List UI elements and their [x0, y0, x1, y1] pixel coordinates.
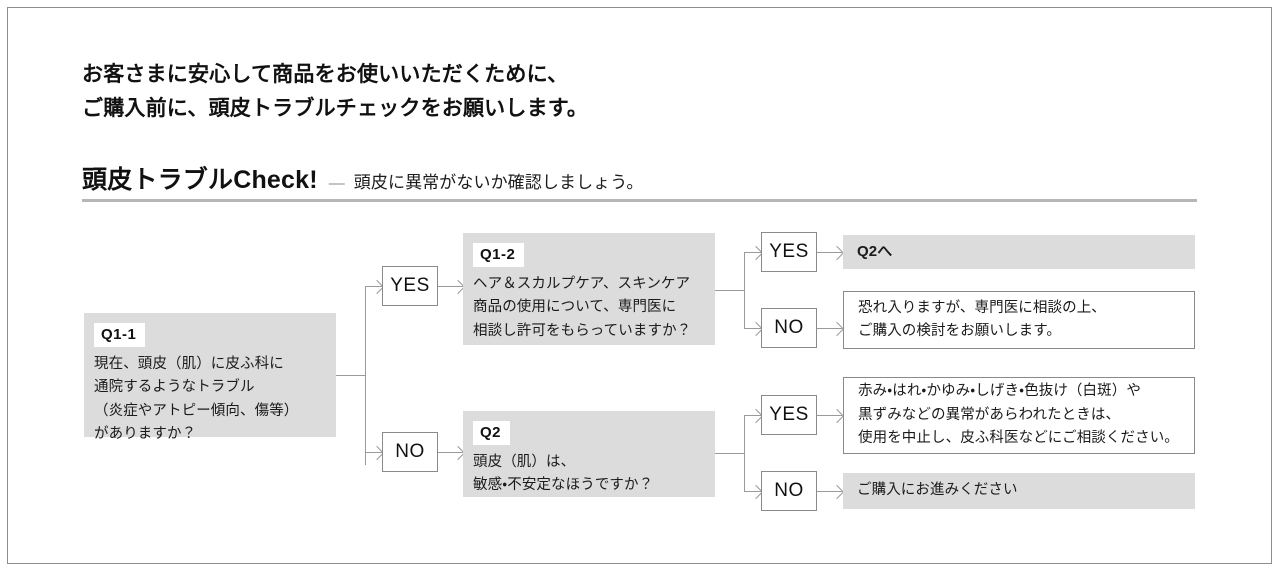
heading-dash: —	[328, 175, 345, 192]
connector-q1-2-to-no	[744, 328, 761, 329]
branch-yes-q1-1[interactable]: YES	[382, 266, 438, 306]
connector-q1-1-to-no	[365, 452, 382, 453]
arrow-head-no-q2-out	[829, 484, 845, 500]
page-title: 頭皮トラブルCheck!	[82, 166, 318, 194]
section-heading: 頭皮トラブルCheck! — 頭皮に異常がないか確認しましょう。	[82, 160, 643, 196]
arrow-head-yes-q2-out	[829, 408, 845, 424]
intro-paragraph: お客さまに安心して商品をお使いいただくために、 ご購入前に、頭皮トラブルチェック…	[82, 58, 782, 126]
branch-yes-q1-1-label: YES	[390, 275, 430, 296]
connector-q2-spine	[744, 415, 745, 492]
connector-q1-2-spine	[744, 252, 745, 329]
question-body-q2: 頭皮（肌）は、 敏感・不安定なほうですか？	[473, 454, 654, 494]
question-tag-q2: Q2	[473, 421, 511, 445]
connector-no-q1-2-out	[817, 328, 842, 329]
result-text-consult: 恐れ入りますが、専門医に相談の上、 ご購入の検討をお願いします。	[858, 299, 1106, 339]
result-box-consult: 恐れ入りますが、専門医に相談の上、 ご購入の検討をお願いします。	[843, 291, 1195, 349]
intro-line-2: ご購入前に、頭皮トラブルチェックをお願いします。	[82, 97, 589, 121]
connector-q1-1-to-yes	[365, 286, 382, 287]
arrow-head-no-q1-2-out	[829, 321, 845, 337]
connector-yes-q1-2-out	[817, 252, 842, 253]
connector-q1-1-stem	[336, 375, 366, 376]
branch-yes-q1-2-label: YES	[769, 241, 809, 262]
question-tag-q1-1: Q1-1	[94, 323, 146, 347]
question-tag-q1-2: Q1-2	[473, 243, 525, 267]
branch-no-q2-label: NO	[774, 480, 804, 501]
connector-q2-to-yes	[744, 415, 761, 416]
connector-q1-2-stem	[715, 290, 745, 291]
question-box-q1-2: Q1-2 ヘア＆スカルプケア、スキンケア 商品の使用について、専門医に 相談し許…	[463, 233, 715, 345]
question-body-q1-2: ヘア＆スカルプケア、スキンケア 商品の使用について、専門医に 相談し許可をもらっ…	[473, 276, 692, 339]
result-text-proceed: ご購入にお進みください	[857, 482, 1018, 499]
intro-line-1: お客さまに安心して商品をお使いいただくために、	[82, 63, 569, 86]
arrow-head-yes-q1-2-out	[829, 245, 845, 261]
result-text-abnormal: 赤み・はれ・かゆみ・しげき・色抜け（白斑）や 黒ずみなどの異常があらわれたときは…	[858, 383, 1179, 447]
branch-no-q1-2[interactable]: NO	[761, 308, 817, 348]
result-text-q2-go: Q2へ	[857, 242, 893, 260]
question-box-q1-1: Q1-1 現在、頭皮（肌）に皮ふ科に 通院するようなトラブル （炎症やアトピー傾…	[84, 313, 336, 442]
branch-no-q1-1-label: NO	[395, 441, 425, 462]
branch-yes-q1-2[interactable]: YES	[761, 232, 817, 272]
heading-subtitle: 頭皮に異常がないか確認しましょう。	[353, 173, 644, 192]
connector-q2-stem	[715, 453, 745, 454]
result-box-abnormal: 赤み・はれ・かゆみ・しげき・色抜け（白斑）や 黒ずみなどの異常があらわれたときは…	[843, 377, 1195, 454]
question-box-q2: Q2 頭皮（肌）は、 敏感・不安定なほうですか？	[463, 411, 715, 497]
result-box-q2-go: Q2へ	[843, 235, 1195, 269]
connector-yes-q1-1-out	[438, 286, 463, 287]
branch-yes-q2-label: YES	[769, 404, 809, 425]
connector-q2-to-no	[744, 491, 761, 492]
branch-no-q2[interactable]: NO	[761, 471, 817, 511]
result-box-proceed: ご購入にお進みください	[843, 473, 1195, 509]
branch-no-q1-2-label: NO	[774, 317, 804, 338]
connector-q1-1-spine	[365, 286, 366, 465]
connector-q1-2-to-yes	[744, 252, 761, 253]
connector-no-q2-out	[817, 491, 842, 492]
connector-no-q1-1-out	[438, 452, 463, 453]
connector-yes-q2-out	[817, 415, 842, 416]
branch-no-q1-1[interactable]: NO	[382, 432, 438, 472]
question-body-q1-1: 現在、頭皮（肌）に皮ふ科に 通院するようなトラブル （炎症やアトピー傾向、傷等）…	[94, 356, 299, 443]
branch-yes-q2[interactable]: YES	[761, 395, 817, 435]
heading-divider	[82, 199, 1197, 202]
